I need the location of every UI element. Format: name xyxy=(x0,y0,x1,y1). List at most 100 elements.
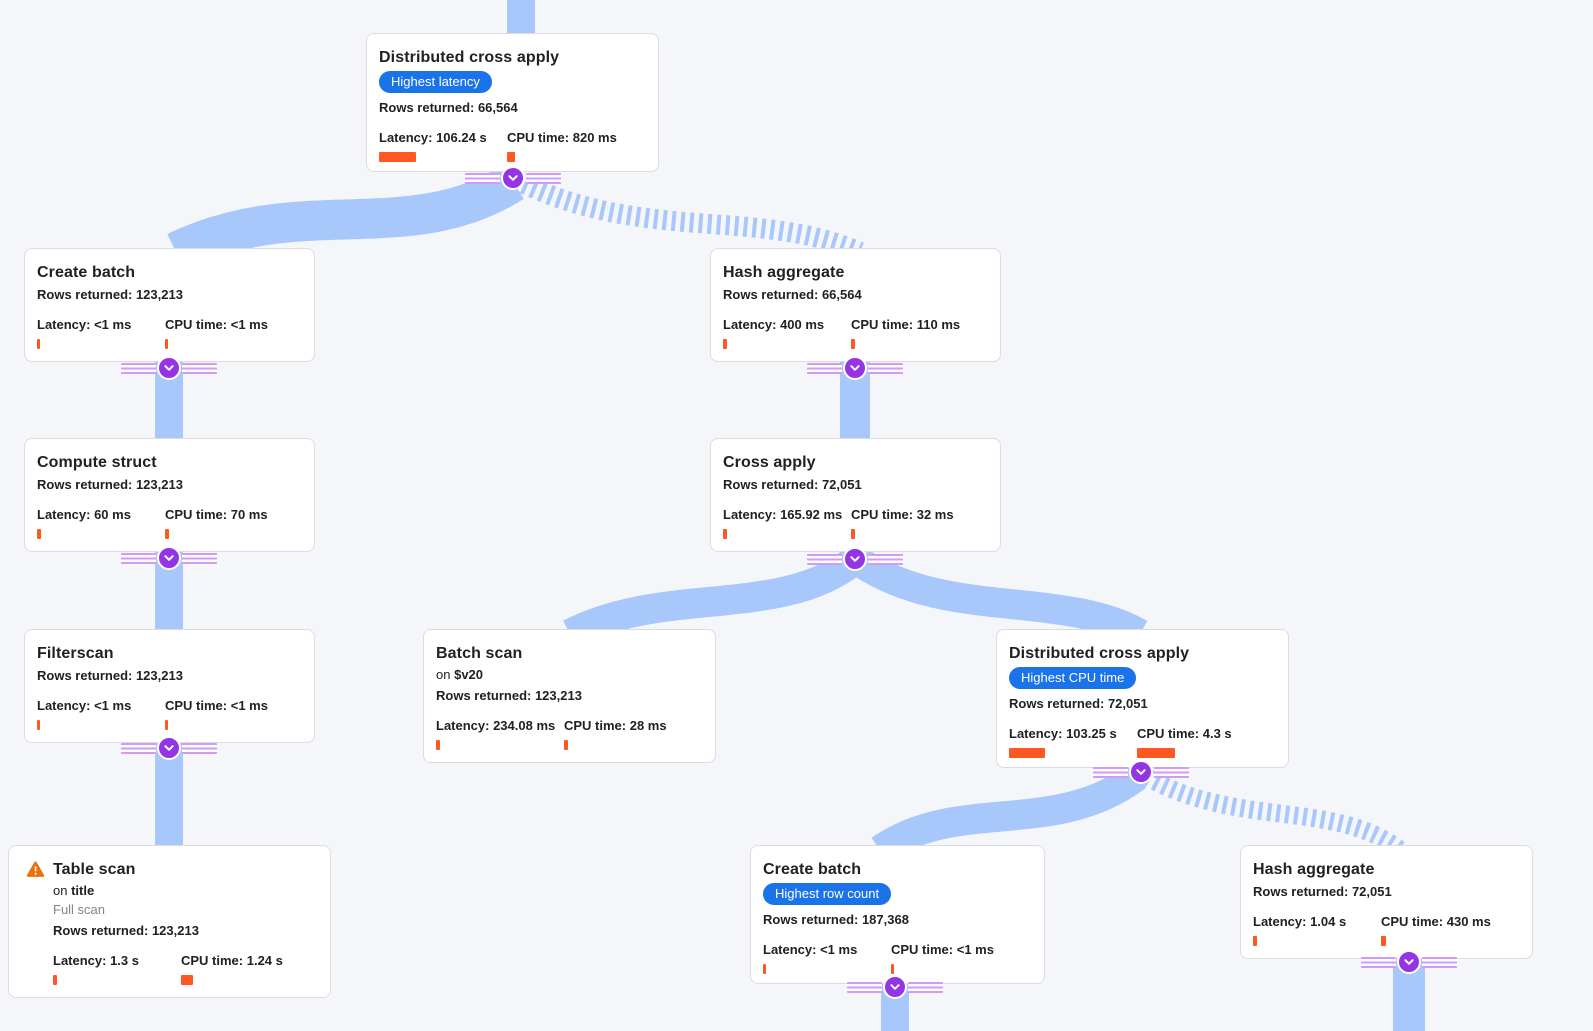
latency-label: Latency: 103.25 s xyxy=(1009,726,1117,741)
rows-returned: Rows returned: 187,368 xyxy=(763,912,909,927)
node-title: Create batch xyxy=(763,861,862,878)
collapse-create-batch-left[interactable] xyxy=(121,356,217,380)
metrics: Latency: 1.3 s CPU time: 1.24 s xyxy=(53,953,316,985)
cpu-label: CPU time: 28 ms xyxy=(564,718,667,733)
plan-node-hash-aggregate-bottom[interactable]: Hash aggregate Rows returned: 72,051 Lat… xyxy=(1240,845,1533,959)
latency-label: Latency: 400 ms xyxy=(723,317,825,332)
chevron-down-icon xyxy=(157,356,181,380)
highlight-badge: Highest CPU time xyxy=(1009,667,1137,689)
latency-metric: Latency: 165.92 ms xyxy=(723,507,851,539)
cpu-bar xyxy=(165,339,168,349)
cpu-metric: CPU time: 1.24 s xyxy=(181,953,283,985)
connector-stripe-right xyxy=(1154,766,1189,778)
plan-node-table-scan[interactable]: Table scan on title Full scan Rows retur… xyxy=(8,845,331,998)
cpu-metric: CPU time: 820 ms xyxy=(507,130,617,162)
connector-stripe-left xyxy=(807,553,842,565)
latency-label: Latency: 234.08 ms xyxy=(436,718,556,733)
latency-label: Latency: 106.24 s xyxy=(379,130,487,145)
edge-cross-apply-to-batch-scan xyxy=(563,549,862,648)
node-title: Distributed cross apply xyxy=(379,49,560,66)
cpu-metric: CPU time: <1 ms xyxy=(891,942,994,974)
edge-dca-top-to-create-batch xyxy=(167,164,524,271)
latency-bar xyxy=(723,529,727,539)
chevron-down-icon xyxy=(157,736,181,760)
cpu-label: CPU time: 430 ms xyxy=(1381,914,1491,929)
latency-bar xyxy=(53,975,57,985)
connector-stripe-right xyxy=(1422,956,1457,968)
highlight-badge: Highest latency xyxy=(379,71,492,93)
latency-label: Latency: <1 ms xyxy=(763,942,858,957)
metrics: Latency: <1 ms CPU time: <1 ms xyxy=(37,698,300,730)
plan-node-distributed-cross-apply-right[interactable]: Distributed cross apply Highest CPU time… xyxy=(996,629,1289,768)
plan-node-create-batch-left[interactable]: Create batch Rows returned: 123,213 Late… xyxy=(24,248,315,362)
collapse-create-batch-bottom[interactable] xyxy=(847,975,943,999)
cpu-label: CPU time: <1 ms xyxy=(165,317,268,332)
rows-returned: Rows returned: 123,213 xyxy=(37,287,183,302)
latency-metric: Latency: 60 ms xyxy=(37,507,165,539)
metrics: Latency: 1.04 s CPU time: 430 ms xyxy=(1253,914,1518,946)
metrics: Latency: <1 ms CPU time: <1 ms xyxy=(763,942,1030,974)
collapse-hash-aggregate-top[interactable] xyxy=(807,356,903,380)
collapse-distributed-cross-apply-top[interactable] xyxy=(465,166,561,190)
collapse-distributed-cross-apply-right[interactable] xyxy=(1093,760,1189,784)
latency-metric: Latency: <1 ms xyxy=(37,317,165,349)
latency-label: Latency: 165.92 ms xyxy=(723,507,843,522)
cpu-label: CPU time: 1.24 s xyxy=(181,953,283,968)
metrics: Latency: 234.08 ms CPU time: 28 ms xyxy=(436,718,701,750)
plan-node-filterscan[interactable]: Filterscan Rows returned: 123,213 Latenc… xyxy=(24,629,315,743)
cpu-label: CPU time: <1 ms xyxy=(891,942,994,957)
node-title: Table scan xyxy=(53,861,136,878)
cpu-metric: CPU time: 70 ms xyxy=(165,507,268,539)
chevron-down-icon xyxy=(1397,950,1421,974)
edge-dca-top-to-hash-aggregate xyxy=(519,174,864,262)
cpu-bar xyxy=(1381,936,1386,946)
cpu-bar xyxy=(165,720,168,730)
connector-stripe-left xyxy=(1361,956,1396,968)
rows-returned: Rows returned: 72,051 xyxy=(1253,884,1392,899)
cpu-label: CPU time: 820 ms xyxy=(507,130,617,145)
plan-node-batch-scan[interactable]: Batch scan on $v20 Rows returned: 123,21… xyxy=(423,629,716,763)
latency-bar xyxy=(723,339,727,349)
chevron-down-icon xyxy=(843,356,867,380)
chevron-down-icon xyxy=(843,547,867,571)
cpu-metric: CPU time: 28 ms xyxy=(564,718,667,750)
latency-label: Latency: <1 ms xyxy=(37,317,132,332)
latency-metric: Latency: <1 ms xyxy=(37,698,165,730)
cpu-bar xyxy=(851,529,855,539)
node-title: Hash aggregate xyxy=(723,264,845,281)
latency-metric: Latency: <1 ms xyxy=(763,942,891,974)
cpu-label: CPU time: <1 ms xyxy=(165,698,268,713)
collapse-compute-struct[interactable] xyxy=(121,546,217,570)
plan-node-compute-struct[interactable]: Compute struct Rows returned: 123,213 La… xyxy=(24,438,315,552)
collapse-cross-apply[interactable] xyxy=(807,547,903,571)
plan-node-create-batch-bottom[interactable]: Create batch Highest row count Rows retu… xyxy=(750,845,1045,984)
latency-metric: Latency: 234.08 ms xyxy=(436,718,564,750)
collapse-filterscan[interactable] xyxy=(121,736,217,760)
node-target: on $v20 xyxy=(436,667,484,682)
chevron-down-icon xyxy=(157,546,181,570)
metrics: Latency: <1 ms CPU time: <1 ms xyxy=(37,317,300,349)
edge-dca-right-to-hash-aggregate-bottom xyxy=(1142,769,1406,858)
cpu-bar xyxy=(1137,748,1175,758)
plan-node-distributed-cross-apply-top[interactable]: Distributed cross apply Highest latency … xyxy=(366,33,659,172)
collapse-hash-aggregate-bottom[interactable] xyxy=(1361,950,1457,974)
latency-metric: Latency: 106.24 s xyxy=(379,130,507,162)
latency-bar xyxy=(37,529,41,539)
connector-stripe-right xyxy=(182,362,217,374)
latency-bar xyxy=(1253,936,1257,946)
plan-node-hash-aggregate-top[interactable]: Hash aggregate Rows returned: 66,564 Lat… xyxy=(710,248,1001,362)
rows-returned: Rows returned: 72,051 xyxy=(723,477,862,492)
connector-stripe-left xyxy=(121,552,156,564)
latency-bar xyxy=(37,720,40,730)
latency-metric: Latency: 1.3 s xyxy=(53,953,181,985)
cpu-bar xyxy=(165,529,169,539)
latency-bar xyxy=(37,339,40,349)
latency-label: Latency: 60 ms xyxy=(37,507,131,522)
connector-stripe-left xyxy=(465,172,500,184)
rows-returned: Rows returned: 123,213 xyxy=(436,688,582,703)
latency-bar xyxy=(379,152,416,162)
cpu-bar xyxy=(851,339,855,349)
rows-returned: Rows returned: 123,213 xyxy=(53,923,199,938)
plan-node-cross-apply[interactable]: Cross apply Rows returned: 72,051 Latenc… xyxy=(710,438,1001,552)
